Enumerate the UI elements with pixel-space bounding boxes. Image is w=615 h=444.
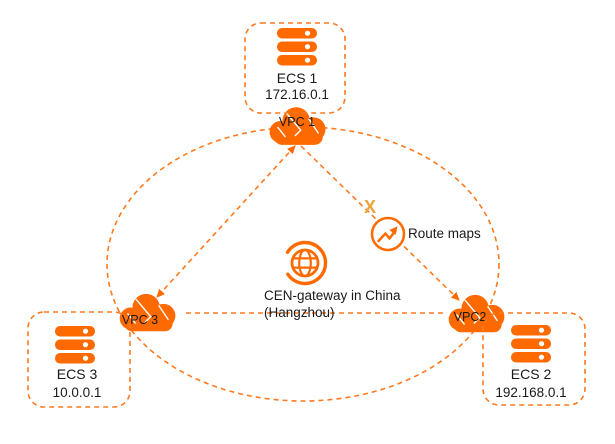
cen-gateway-label-line1: CEN-gateway in China — [264, 288, 401, 303]
route-maps-label: Route maps — [408, 226, 481, 241]
cen-gateway-icon — [282, 240, 328, 286]
blocked-route-marker: X — [364, 197, 376, 217]
ecs3-ip: 10.0.0.1 — [53, 385, 102, 400]
ecs1-box — [244, 22, 346, 114]
route-maps-icon — [370, 216, 406, 252]
cen-gateway-label-line2: (Hangzhou) — [264, 305, 335, 320]
vpc2-label: VPC2 — [454, 310, 487, 324]
link-vpc1-vpc3 — [156, 145, 296, 298]
cen-ring — [106, 126, 500, 402]
ecs2-server-icon — [511, 325, 551, 363]
vpc3-label: VPC 3 — [122, 313, 158, 327]
ecs2-ip: 192.168.0.1 — [495, 385, 566, 400]
ecs3-server-icon — [55, 326, 95, 364]
ecs1-name: ECS 1 — [277, 70, 318, 86]
ecs1-server-icon — [277, 28, 317, 66]
ecs1-ip: 172.16.0.1 — [265, 87, 329, 102]
ecs3-box — [27, 311, 131, 408]
ecs2-name: ECS 2 — [511, 366, 552, 382]
vpc1-label: VPC 1 — [279, 115, 315, 129]
ecs3-name: ECS 3 — [57, 366, 98, 382]
